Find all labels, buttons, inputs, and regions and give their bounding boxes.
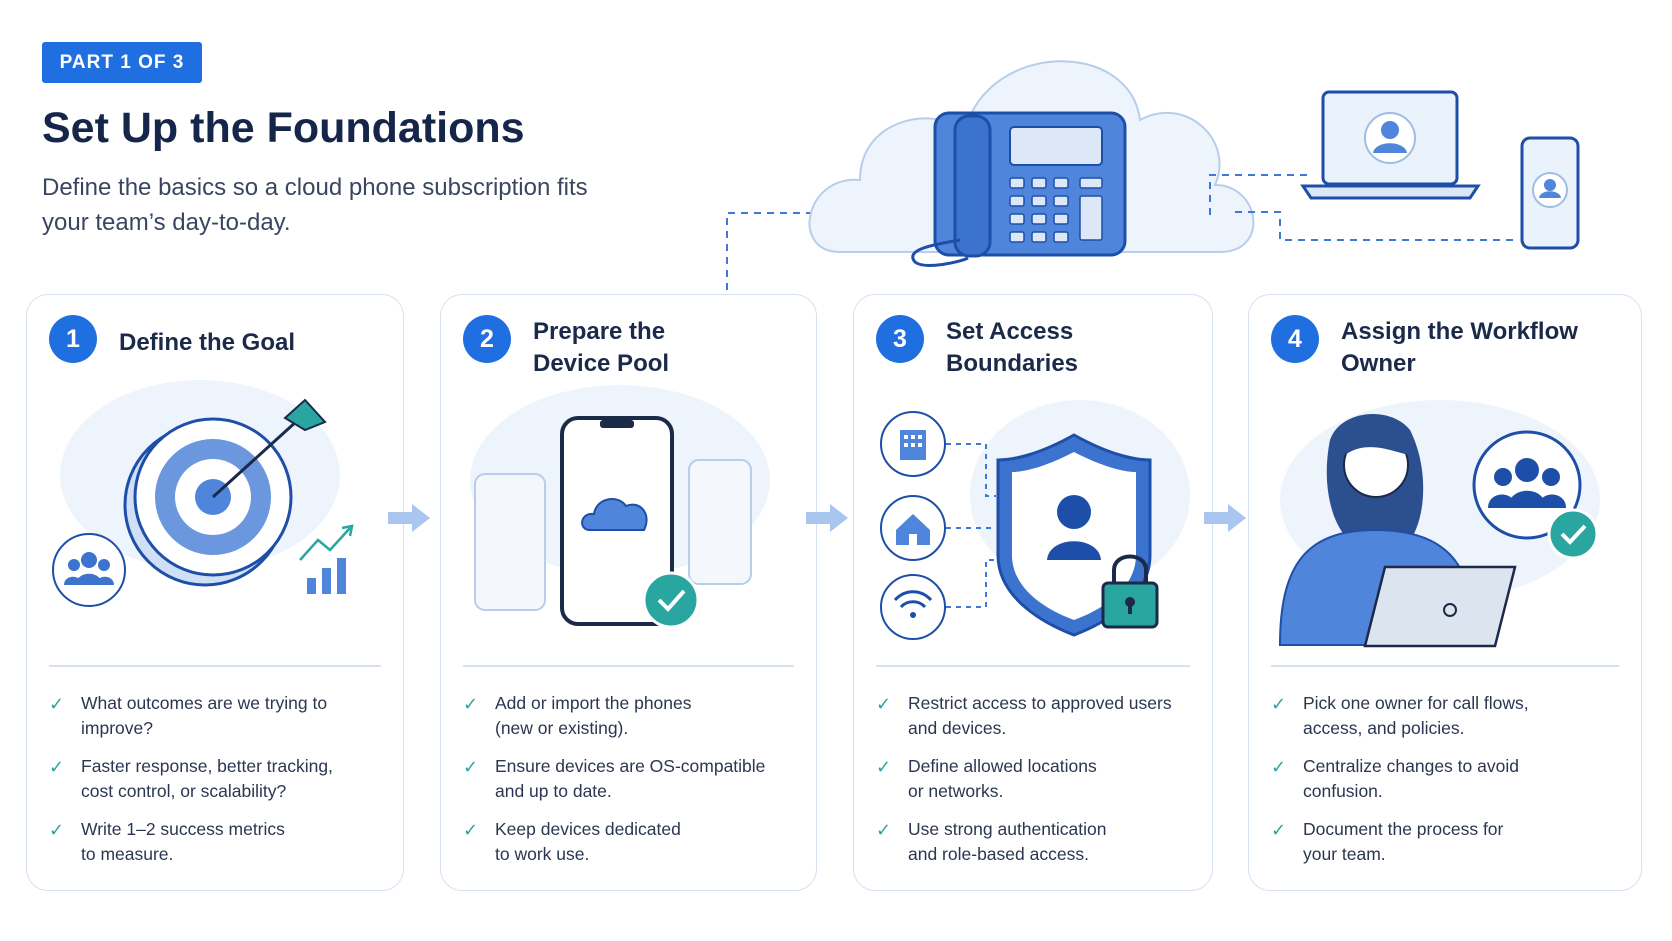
- list-item: ✓Define allowed locations or networks.: [876, 756, 1097, 801]
- home-icon: [880, 495, 946, 561]
- page-title: Set Up the Foundations: [42, 104, 525, 152]
- check-icon: ✓: [463, 757, 479, 777]
- step-checklist: ✓Add or import the phones (new or existi…: [463, 691, 765, 880]
- laptop-user-icon: [1300, 90, 1481, 200]
- step-checklist: ✓Pick one owner for call flows, access, …: [1271, 691, 1529, 880]
- step-title: Set Access Boundaries: [946, 318, 1079, 377]
- list-item: ✓Document the process for your team.: [1271, 819, 1504, 864]
- list-item: ✓Add or import the phones (new or existi…: [463, 693, 692, 738]
- smartphone-user-icon: [1520, 136, 1580, 250]
- growth-chart-icon: [299, 524, 354, 594]
- check-icon: ✓: [49, 757, 65, 777]
- list-item: ✓Write 1–2 success metrics to measure.: [49, 819, 285, 864]
- check-icon: ✓: [1271, 757, 1287, 777]
- step-number: 4: [1271, 315, 1319, 363]
- list-item: ✓Use strong authentication and role-base…: [876, 819, 1107, 864]
- check-icon: ✓: [1271, 694, 1287, 714]
- divider: [876, 665, 1190, 667]
- check-icon: ✓: [463, 694, 479, 714]
- list-item: ✓What outcomes are we trying to improve?: [49, 693, 328, 738]
- check-icon: ✓: [876, 757, 892, 777]
- check-icon: ✓: [1271, 820, 1287, 840]
- divider: [463, 665, 794, 667]
- list-item: ✓Ensure devices are OS-compatible and up…: [463, 756, 766, 801]
- check-icon: ✓: [876, 694, 892, 714]
- check-icon: ✓: [463, 820, 479, 840]
- list-item: ✓Centralize changes to avoid confusion.: [1271, 756, 1519, 801]
- target-icon: [123, 398, 327, 587]
- step-number: 2: [463, 315, 511, 363]
- step-title: Define the Goal: [119, 329, 296, 356]
- arrow-right-icon: [388, 504, 430, 532]
- arrow-right-icon: [806, 504, 848, 532]
- list-item: ✓Keep devices dedicated to work use.: [463, 819, 681, 864]
- team-icon: [52, 533, 126, 607]
- step-number: 1: [49, 315, 97, 363]
- step-checklist: ✓Restrict access to approved users and d…: [876, 691, 1172, 880]
- divider: [49, 665, 381, 667]
- workflow-owner-icon: [1278, 413, 1599, 648]
- phone-pool-icon: [474, 416, 752, 629]
- padlock-icon: [1101, 554, 1159, 629]
- step-checklist: ✓What outcomes are we trying to improve?…: [49, 691, 403, 880]
- step-title: Assign the Workflow Owner: [1341, 318, 1578, 377]
- check-icon: ✓: [49, 820, 65, 840]
- list-item: ✓Pick one owner for call flows, access, …: [1271, 693, 1529, 738]
- cloud-phone-icon: [808, 60, 1255, 267]
- list-item: ✓Restrict access to approved users and d…: [876, 693, 1172, 738]
- part-badge: PART 1 OF 3: [42, 42, 202, 83]
- divider: [1271, 665, 1619, 667]
- step-title: Prepare the Device Pool: [533, 318, 670, 377]
- step-number: 3: [876, 315, 924, 363]
- wifi-icon: [880, 574, 946, 640]
- check-icon: ✓: [49, 694, 65, 714]
- list-item: ✓Faster response, better tracking, cost …: [49, 756, 333, 801]
- building-icon: [880, 411, 946, 477]
- check-icon: ✓: [876, 820, 892, 840]
- arrow-right-icon: [1204, 504, 1246, 532]
- page-subtitle: Define the basics so a cloud phone subsc…: [42, 174, 588, 236]
